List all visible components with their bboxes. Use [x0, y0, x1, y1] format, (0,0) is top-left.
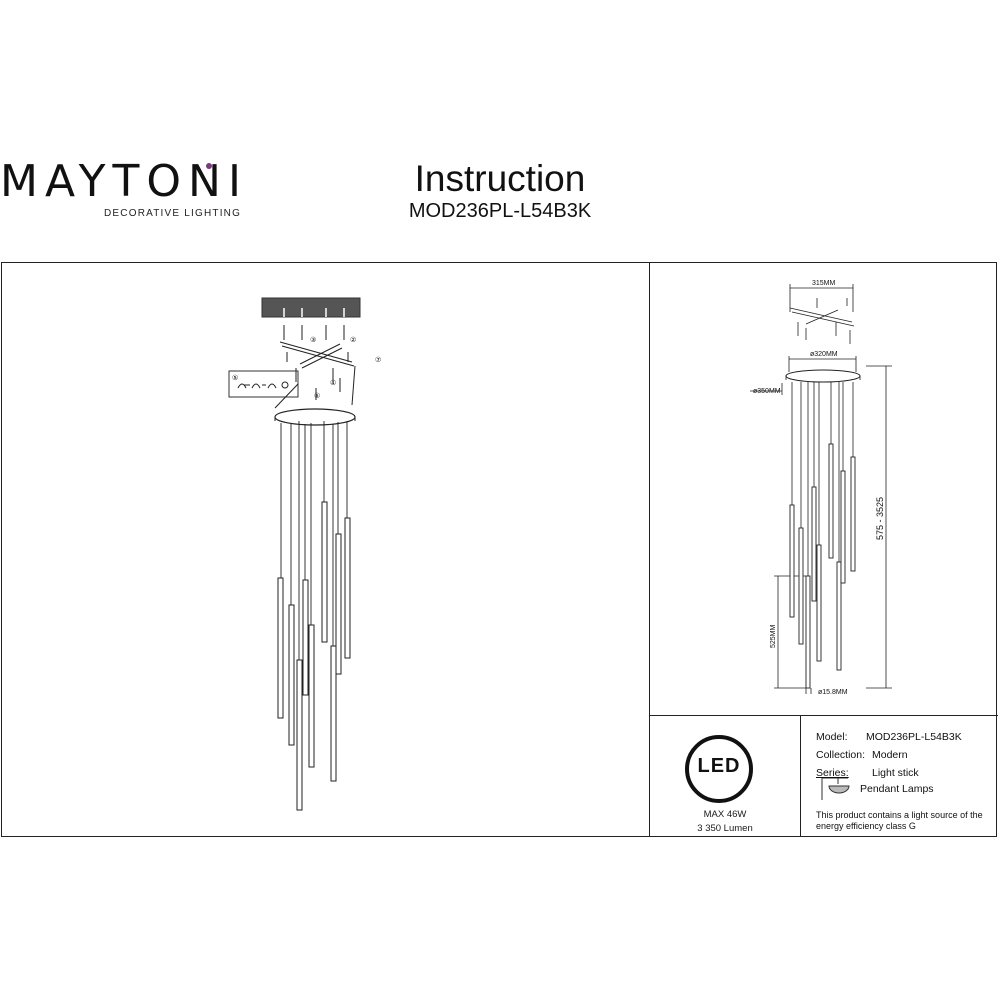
light-stick — [850, 456, 856, 572]
step-7-label: ⑦ — [375, 356, 381, 364]
light-stick — [308, 624, 315, 768]
model-heading: MOD236PL-L54B3K — [408, 200, 592, 222]
step-3-label: ③ — [310, 336, 316, 344]
canopy — [274, 408, 356, 426]
installation-drawing: ③ ② ④ ⑥ ⑦ ⑤ — [228, 297, 381, 811]
canopy-outer-label: ø350MM — [753, 388, 781, 395]
light-sticks — [277, 501, 351, 811]
light-stick — [330, 645, 337, 782]
led-badge-label: LED — [697, 755, 741, 777]
height-range-label: 575 - 3525 — [875, 497, 885, 540]
light-sticks-dim — [789, 443, 856, 689]
series-value: Light stick — [872, 767, 919, 779]
info-divider — [800, 715, 801, 837]
step-5-label: ⑤ — [232, 374, 238, 382]
collection-label: Collection: — [816, 749, 866, 761]
lamp-type-value: Pendant Lamps — [860, 783, 934, 795]
pendant-lamp-icon — [821, 777, 850, 800]
brand-tagline: DECORATIVE LIGHTING — [104, 208, 242, 219]
light-stick — [811, 486, 817, 602]
page-title: Instruction — [414, 158, 586, 199]
plate-screws — [286, 352, 349, 400]
light-stick — [296, 659, 303, 811]
brand-logo-dot — [206, 163, 212, 169]
stick-length-label: 525MM — [770, 624, 777, 648]
detail-leader — [274, 383, 299, 409]
ceiling-screws — [283, 325, 345, 340]
step-4-label: ④ — [330, 379, 336, 387]
light-stick — [816, 544, 822, 662]
light-stick — [805, 575, 811, 689]
frame-divider-horizontal — [649, 715, 998, 716]
ceiling-holes — [283, 308, 345, 317]
step-7-leader — [351, 365, 356, 406]
brand-logo: MAYTONI — [0, 156, 248, 207]
model-value: MOD236PL-L54B3K — [866, 731, 962, 743]
step-6-label: ⑥ — [314, 392, 320, 400]
light-stick — [840, 470, 846, 584]
light-stick — [321, 501, 328, 643]
wiring-connectors — [237, 381, 289, 389]
stick-diameter-label: ø15.8MM — [818, 689, 848, 696]
light-stick — [836, 561, 842, 671]
max-power: MAX 46W — [703, 809, 747, 820]
canopy-dim — [785, 369, 861, 383]
light-stick — [335, 533, 342, 675]
drawing-frame — [1, 262, 997, 837]
light-stick — [789, 504, 795, 618]
ceiling-block — [261, 297, 361, 318]
lumen-output: 3 350 Lumen — [697, 823, 753, 834]
led-badge — [685, 735, 753, 803]
dimensions-drawing — [750, 284, 892, 694]
plate-width-label: 315MM — [812, 280, 836, 287]
canopy-inner-label: ø320MM — [810, 351, 838, 358]
series-label: Series: — [816, 767, 849, 779]
frame-divider-vertical — [649, 262, 650, 837]
light-stick — [302, 579, 309, 696]
light-stick — [277, 577, 284, 719]
plate-screws-dim — [797, 298, 851, 344]
mounting-plate — [279, 341, 355, 369]
model-label: Model: — [816, 731, 848, 743]
suspension-cables-dim — [791, 382, 854, 576]
light-stick — [344, 517, 351, 659]
collection-value: Modern — [872, 749, 908, 761]
step-labels: ③ ② ④ ⑥ ⑦ ⑤ — [232, 336, 381, 400]
suspension-cables — [280, 421, 348, 660]
energy-class-note: This product contains a light source of … — [816, 810, 983, 831]
light-stick — [288, 604, 295, 746]
light-stick — [828, 443, 834, 559]
plate-cross — [789, 307, 855, 327]
light-stick — [798, 527, 804, 645]
step-2-label: ② — [350, 336, 356, 344]
